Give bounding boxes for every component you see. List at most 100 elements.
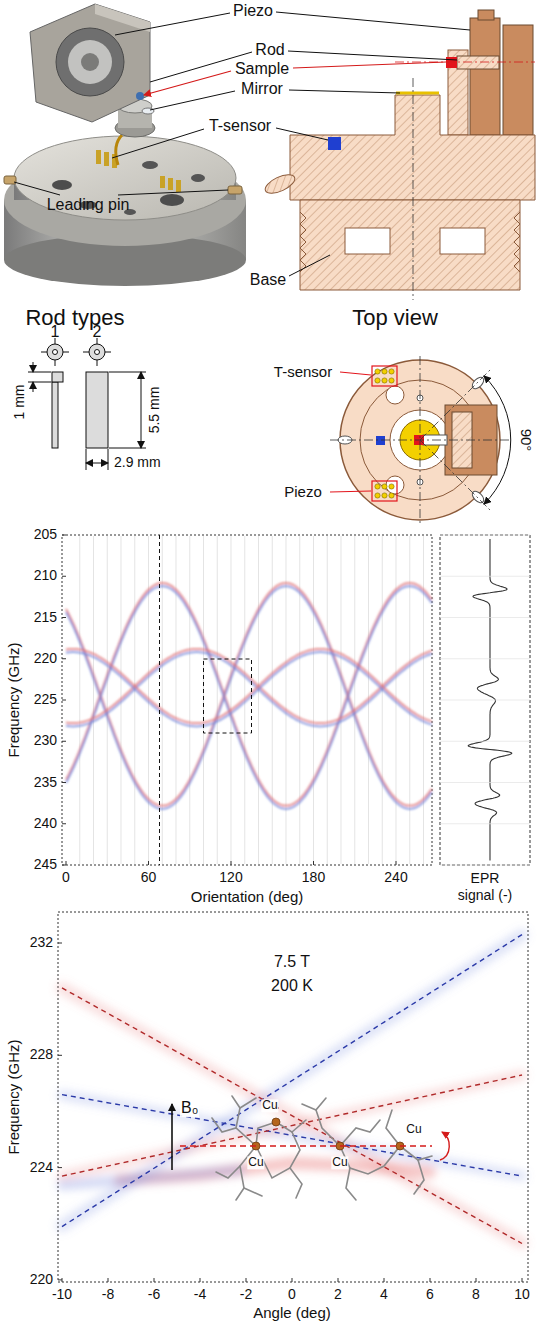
field-label: B₀ bbox=[180, 1099, 199, 1117]
fit-line bbox=[62, 935, 522, 1244]
cross-section bbox=[446, 57, 457, 68]
callout-label: Rod bbox=[255, 41, 284, 59]
top-view-drawing bbox=[382, 493, 387, 498]
rod-drawing bbox=[109, 448, 146, 449]
grid-line bbox=[79, 536, 80, 864]
rod-drawing bbox=[33, 382, 34, 392]
axis-tick-mark bbox=[62, 1278, 63, 1282]
callout-label: Base bbox=[250, 271, 286, 289]
axis-tick-mark bbox=[148, 861, 149, 865]
dimension-label: 5.5 mm bbox=[147, 387, 162, 434]
axis-tick-mark bbox=[62, 865, 66, 866]
callout-label: Sample bbox=[235, 60, 289, 78]
top-view-drawing bbox=[382, 378, 387, 383]
section-title: Rod types bbox=[25, 306, 124, 330]
rod-drawing bbox=[95, 350, 100, 355]
axis-tick-mark bbox=[58, 1279, 62, 1280]
device-photo bbox=[14, 136, 236, 220]
axis-tick: 235 bbox=[34, 775, 57, 790]
cross-section bbox=[470, 18, 500, 135]
cross-section bbox=[457, 56, 499, 69]
axis-tick: 10 bbox=[514, 1287, 530, 1302]
axis-tick-mark bbox=[440, 617, 530, 618]
fit-line bbox=[62, 935, 522, 1227]
leader-line bbox=[150, 91, 235, 110]
axis-tick-mark bbox=[440, 700, 530, 701]
axis-title: Frequency (GHz) bbox=[6, 1039, 23, 1154]
leader-line bbox=[118, 190, 228, 195]
axis-tick: 180 bbox=[302, 870, 325, 885]
top-view-drawing bbox=[386, 386, 404, 404]
axis-tick-mark bbox=[62, 576, 66, 577]
top-view-drawing bbox=[386, 476, 404, 494]
cross-section bbox=[440, 228, 485, 254]
rod-drawing bbox=[33, 362, 34, 372]
cross-section bbox=[300, 212, 306, 272]
axis-tick: 230 bbox=[34, 734, 57, 749]
callout-label: Mirror bbox=[241, 80, 283, 98]
molecule bbox=[400, 1146, 432, 1160]
axis-tick: 215 bbox=[34, 610, 57, 625]
axis-title: Angle (deg) bbox=[253, 1305, 331, 1322]
signal-band bbox=[62, 935, 522, 1243]
top-view-drawing bbox=[375, 493, 380, 498]
resonance-curve bbox=[66, 583, 432, 809]
device-photo bbox=[68, 40, 112, 84]
axis-tick: 4 bbox=[380, 1287, 388, 1302]
dimension-label: 1 mm bbox=[12, 385, 27, 420]
section-title: Top view bbox=[352, 306, 438, 330]
axis-tick: 8 bbox=[472, 1287, 480, 1302]
rod-drawing bbox=[86, 449, 87, 470]
axis-tick: -4 bbox=[194, 1287, 206, 1302]
top-view-drawing bbox=[330, 356, 511, 524]
rod-drawing bbox=[28, 382, 51, 383]
device-photo bbox=[191, 174, 205, 182]
axis-tick: 120 bbox=[219, 870, 242, 885]
fit-line bbox=[62, 988, 522, 1244]
leader-line bbox=[112, 129, 204, 158]
atom-label: Cu bbox=[261, 1099, 278, 1112]
rod-drawing bbox=[53, 350, 58, 355]
axis-tick-mark bbox=[440, 865, 530, 866]
axis-tick-mark bbox=[384, 1278, 385, 1282]
axis-tick-mark bbox=[154, 1278, 155, 1282]
axis-tick: 0 bbox=[62, 870, 70, 885]
rotation-axis bbox=[172, 1104, 449, 1170]
top-view-drawing bbox=[375, 369, 380, 374]
axis-tick-mark bbox=[231, 861, 232, 865]
dimension-label: 2.9 mm bbox=[114, 455, 161, 470]
rod-drawing bbox=[28, 372, 51, 373]
axis-tick: 228 bbox=[30, 1048, 53, 1063]
resonance-curve bbox=[66, 583, 432, 806]
molecule bbox=[236, 1166, 244, 1200]
grid-line bbox=[231, 536, 232, 864]
grid-line bbox=[341, 536, 342, 864]
leader-line bbox=[289, 255, 330, 276]
rod-drawing bbox=[86, 372, 108, 448]
axis-tick-mark bbox=[246, 1278, 247, 1282]
axis-tick: 245 bbox=[34, 857, 57, 872]
sample-leader bbox=[144, 71, 231, 95]
atom-label: Cu bbox=[331, 1156, 348, 1169]
top-view-drawing bbox=[375, 378, 380, 383]
top-view-drawing bbox=[389, 378, 394, 383]
chart-frame bbox=[440, 535, 530, 865]
axis-tick-mark bbox=[440, 823, 530, 824]
device-photo bbox=[176, 180, 181, 192]
device-photo bbox=[30, 4, 150, 122]
axis-tick-mark bbox=[200, 1278, 201, 1282]
cross-section bbox=[478, 10, 494, 20]
grid-line bbox=[299, 536, 300, 864]
axis-tick: 6 bbox=[426, 1287, 434, 1302]
resonance-curve bbox=[66, 649, 432, 723]
cross-section bbox=[263, 171, 298, 197]
rod-drawing bbox=[47, 344, 63, 360]
device-photo bbox=[142, 108, 154, 114]
leader-line bbox=[289, 90, 400, 93]
axis-tick-mark bbox=[440, 741, 530, 742]
axis-tick-mark bbox=[440, 535, 530, 536]
axis-tick: -6 bbox=[148, 1287, 160, 1302]
chart-frame bbox=[58, 912, 528, 1282]
top-view-drawing bbox=[389, 484, 394, 489]
molecule bbox=[302, 1104, 316, 1110]
